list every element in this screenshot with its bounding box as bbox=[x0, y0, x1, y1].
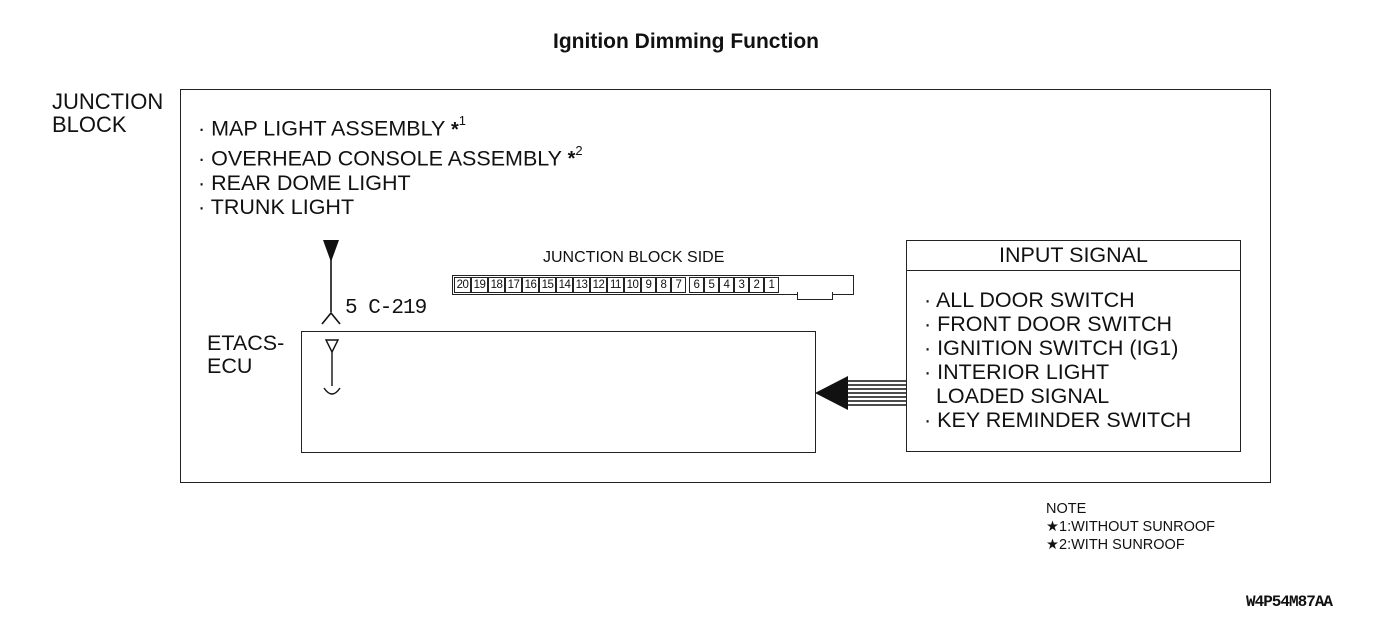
connector-pin: 3 bbox=[734, 277, 749, 293]
connector-pin: 9 bbox=[641, 277, 656, 293]
connector-pin: 5 bbox=[704, 277, 719, 293]
input-arrow bbox=[815, 376, 906, 410]
input-signal-item: LOADED SIGNAL bbox=[924, 384, 1110, 408]
footnote-number: 1 bbox=[458, 113, 466, 128]
ecu-wave-symbol bbox=[323, 387, 341, 395]
input-signal-title: INPUT SIGNAL bbox=[906, 240, 1241, 271]
input-signal-list: · ALL DOOR SWITCH · FRONT DOOR SWITCH · … bbox=[924, 288, 1191, 432]
junction-block-box bbox=[180, 89, 1271, 483]
connector-tab bbox=[797, 292, 833, 300]
load-item: · TRUNK LIGHT bbox=[198, 195, 355, 220]
connector-pin: 13 bbox=[573, 277, 590, 293]
footnote-marker: *1 bbox=[450, 113, 466, 141]
connector-pin: 1 bbox=[764, 277, 779, 293]
connector-symbol bbox=[321, 311, 341, 325]
note-block: NOTE ★1:WITHOUT SUNROOF ★2:WITH SUNROOF bbox=[1046, 500, 1215, 554]
connector-pin: 16 bbox=[522, 277, 539, 293]
footnote-star: * bbox=[450, 118, 459, 141]
connector-pin: 4 bbox=[719, 277, 734, 293]
junction-block-label-line2: BLOCK bbox=[52, 112, 127, 137]
connector-pin: 10 bbox=[624, 277, 641, 293]
note-item: ★2:WITH SUNROOF bbox=[1046, 536, 1215, 554]
input-signal-item: · INTERIOR LIGHT bbox=[924, 360, 1110, 384]
input-signal-item: · IGNITION SWITCH (IG1) bbox=[924, 336, 1179, 360]
connector-side-label: JUNCTION BLOCK SIDE bbox=[543, 249, 725, 266]
load-item-text: · MAP LIGHT ASSEMBLY bbox=[198, 116, 445, 141]
figure-code: W4P54M87AA bbox=[1246, 593, 1333, 611]
load-item: · OVERHEAD CONSOLE ASSEMBLY *2 bbox=[198, 142, 583, 172]
connector-pin: 8 bbox=[656, 277, 671, 293]
ecu-label-line2: ECU bbox=[207, 354, 253, 378]
load-list: · MAP LIGHT ASSEMBLY *1 · OVERHEAD CONSO… bbox=[198, 112, 583, 219]
connector-pin-label: 5 C-219 bbox=[345, 297, 427, 320]
footnote-marker: *2 bbox=[567, 143, 583, 171]
junction-block-label: JUNCTION BLOCK bbox=[52, 90, 163, 136]
note-heading: NOTE bbox=[1046, 501, 1087, 517]
input-signal-item: · KEY REMINDER SWITCH bbox=[924, 408, 1192, 432]
connector-pin: 7 bbox=[671, 277, 686, 293]
connector-pin: 14 bbox=[556, 277, 573, 293]
connector-pin: 20 bbox=[454, 277, 471, 293]
connector-pin: 6 bbox=[689, 277, 704, 293]
load-item-text: · OVERHEAD CONSOLE ASSEMBLY bbox=[198, 146, 562, 171]
connector-pin: 17 bbox=[505, 277, 522, 293]
ecu-terminal-symbol bbox=[324, 339, 340, 354]
note-number: 2 bbox=[1059, 537, 1068, 553]
input-signal-box bbox=[906, 240, 1241, 452]
connector-pin: 11 bbox=[607, 277, 624, 293]
note-star: ★ bbox=[1046, 537, 1059, 553]
junction-block-label-line1: JUNCTION bbox=[52, 89, 164, 114]
footnote-number: 2 bbox=[575, 142, 583, 158]
ecu-label-line1: ETACS- bbox=[207, 331, 285, 355]
footnote-star: * bbox=[567, 148, 576, 171]
input-signal-item: · ALL DOOR SWITCH bbox=[924, 288, 1135, 312]
connector-outline bbox=[452, 275, 854, 295]
load-item: · REAR DOME LIGHT bbox=[198, 171, 411, 196]
load-item: · MAP LIGHT ASSEMBLY *1 bbox=[198, 112, 583, 142]
ecu-label: ETACS- ECU bbox=[207, 332, 284, 378]
diagram-title: Ignition Dimming Function bbox=[553, 30, 819, 53]
connector-pin: 15 bbox=[539, 277, 556, 293]
output-arrow-head bbox=[323, 240, 339, 262]
note-item: ★1:WITHOUT SUNROOF bbox=[1046, 518, 1215, 536]
connector-pin: 12 bbox=[590, 277, 607, 293]
connector-pin: 18 bbox=[488, 277, 505, 293]
input-signal-item: · FRONT DOOR SWITCH bbox=[924, 312, 1173, 336]
ecu-box bbox=[301, 331, 816, 453]
connector-pin: 2 bbox=[749, 277, 764, 293]
note-number: 1 bbox=[1059, 519, 1068, 535]
note-star: ★ bbox=[1046, 519, 1059, 535]
note-text: :WITHOUT SUNROOF bbox=[1067, 519, 1216, 535]
note-text: :WITH SUNROOF bbox=[1067, 537, 1185, 553]
connector-pin: 19 bbox=[471, 277, 488, 293]
